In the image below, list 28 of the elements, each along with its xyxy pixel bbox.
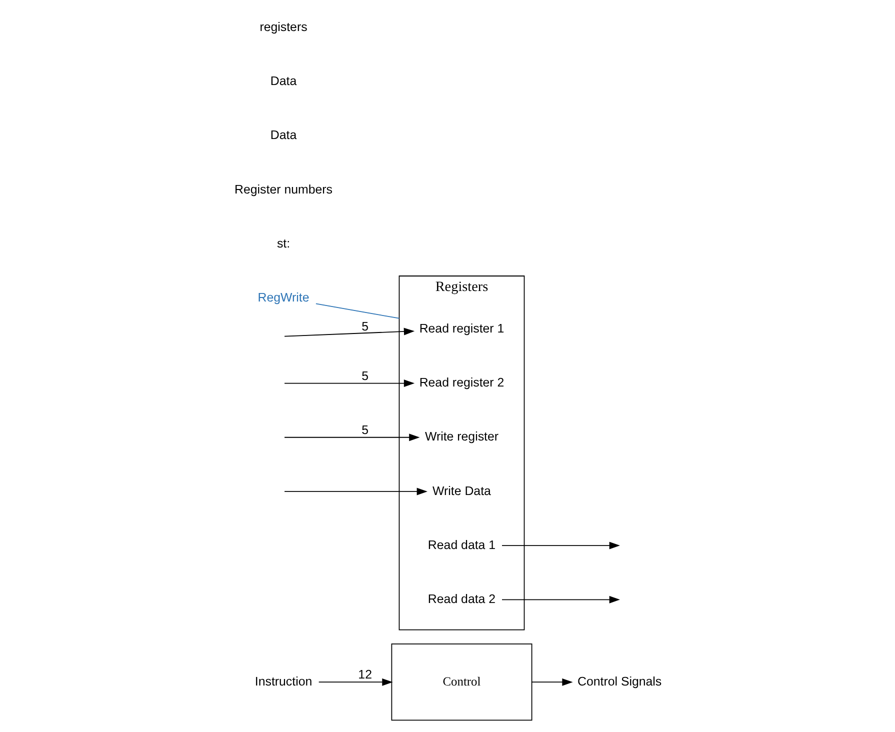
arrow	[284, 488, 427, 496]
label: registers	[259, 20, 307, 34]
arrow	[318, 678, 392, 686]
edge-label: 5	[361, 368, 368, 383]
arrow	[501, 596, 620, 604]
node-text: Read data 2	[427, 592, 496, 606]
edge-label: 5	[361, 319, 368, 334]
node-text: Write Data	[432, 484, 490, 498]
connector	[315, 303, 400, 319]
node-text: Write register	[424, 430, 498, 444]
arrow	[531, 678, 572, 686]
node-text: RegWrite	[257, 290, 309, 304]
label: Register numbers	[234, 182, 332, 196]
node-text: Control Signals	[577, 674, 662, 688]
label: Data	[270, 74, 296, 88]
label: Data	[270, 128, 296, 142]
node-text: Instruction	[254, 674, 312, 688]
node-box: Control	[390, 644, 532, 721]
node-text: Read data 1	[427, 538, 496, 552]
node-text: Read register 1	[418, 321, 504, 336]
arrow	[284, 434, 420, 442]
node-text: Read register 2	[418, 376, 504, 390]
label: st:	[276, 236, 290, 250]
arrow	[501, 542, 620, 550]
arrow	[284, 328, 414, 337]
edge-label: 5	[361, 423, 368, 438]
arrow	[284, 380, 414, 388]
edge-label: 12	[358, 668, 372, 682]
